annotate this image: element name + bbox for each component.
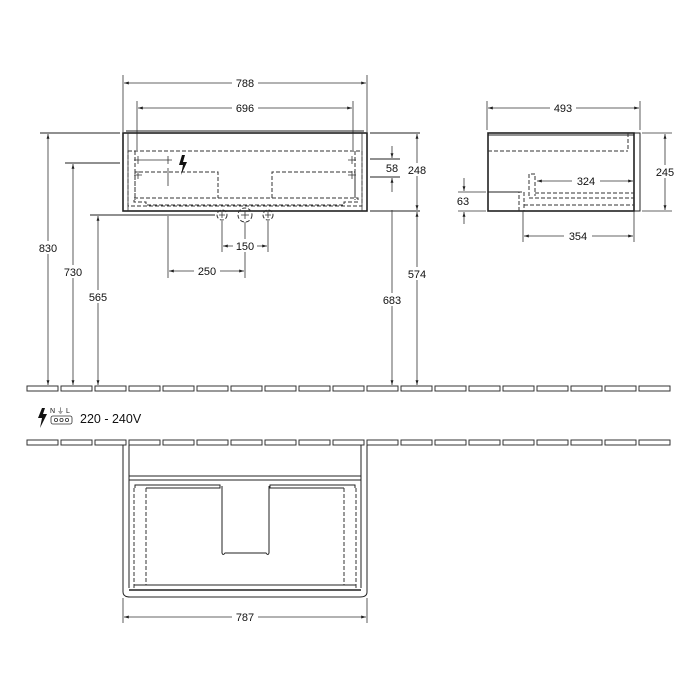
dim-493: 493 bbox=[486, 101, 641, 130]
dim-63: 63 bbox=[457, 178, 486, 224]
cabinet-front bbox=[122, 130, 368, 212]
dim-58: 58 bbox=[386, 146, 398, 192]
dim-150: 150 bbox=[221, 221, 269, 253]
svg-text:683: 683 bbox=[383, 295, 401, 307]
terminal-labels: N ⏚ L bbox=[50, 407, 70, 415]
dim-565: 565 bbox=[84, 216, 112, 385]
floor-tiles-lower bbox=[26, 439, 671, 446]
dim-354: 354 bbox=[522, 211, 635, 243]
svg-text:63: 63 bbox=[457, 196, 469, 208]
svg-text:565: 565 bbox=[89, 292, 107, 304]
dim-730: 730 bbox=[59, 164, 87, 385]
dim-683: 683 bbox=[378, 210, 406, 385]
dim-248: 248 bbox=[403, 134, 431, 210]
lightning-icon bbox=[179, 155, 187, 175]
svg-text:830: 830 bbox=[39, 243, 57, 255]
plan-view: 787 bbox=[122, 445, 368, 624]
dim-245: 245 bbox=[642, 132, 679, 212]
svg-text:250: 250 bbox=[198, 266, 216, 278]
lightning-icon bbox=[38, 408, 47, 428]
dim-label-788: 788 bbox=[236, 78, 254, 90]
dim-width-inner: 696 bbox=[136, 101, 354, 150]
dim-574: 574 bbox=[403, 212, 431, 385]
svg-text:324: 324 bbox=[577, 176, 595, 188]
svg-text:574: 574 bbox=[408, 269, 426, 281]
dim-830: 830 bbox=[34, 134, 62, 385]
terminal-block-icon bbox=[50, 415, 73, 425]
dim-324: 324 bbox=[537, 174, 633, 188]
voltage-label: 220 - 240V bbox=[80, 412, 142, 426]
svg-text:150: 150 bbox=[236, 241, 254, 253]
svg-text:787: 787 bbox=[236, 612, 254, 624]
cabinet-side bbox=[487, 132, 641, 212]
dim-width-total: 788 bbox=[122, 75, 368, 132]
svg-text:730: 730 bbox=[64, 267, 82, 279]
front-view: 788 696 bbox=[34, 75, 431, 385]
tap-holes bbox=[216, 207, 274, 223]
electrical-spec: N ⏚ L 220 - 240V bbox=[38, 407, 142, 428]
svg-text:58: 58 bbox=[386, 163, 398, 175]
svg-text:493: 493 bbox=[554, 103, 572, 115]
side-view: 493 245 324 bbox=[457, 101, 679, 243]
dim-787: 787 bbox=[122, 598, 368, 624]
svg-text:248: 248 bbox=[408, 165, 426, 177]
svg-text:354: 354 bbox=[569, 231, 587, 243]
svg-text:245: 245 bbox=[656, 167, 674, 179]
dim-label-696: 696 bbox=[236, 103, 254, 115]
floor-tiles-upper bbox=[26, 385, 671, 392]
